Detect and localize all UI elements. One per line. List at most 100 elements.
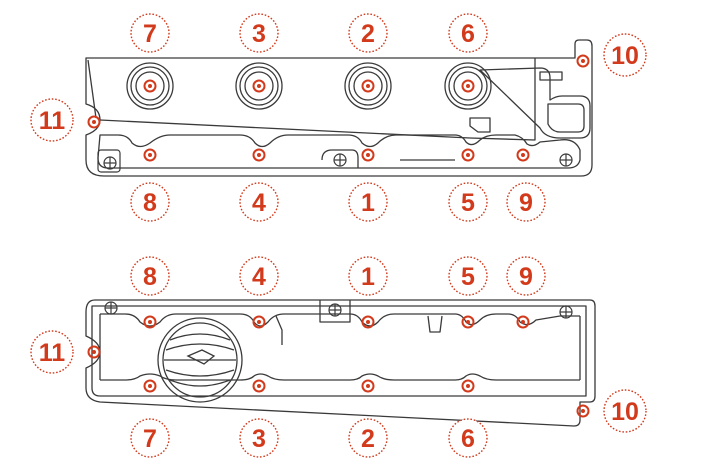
label-number: 4: [252, 263, 266, 291]
top-view-bolt-3: [252, 79, 266, 93]
bottom-view-sequence-label: 10: [603, 389, 647, 433]
label-ring: [348, 418, 388, 458]
label-number: 3: [252, 425, 266, 453]
label-ring: [448, 418, 488, 458]
bottom-view-bolt-7: [143, 379, 157, 393]
bottom-stud-center-icon: [328, 303, 342, 317]
top-view-sequence-label: 8: [130, 182, 170, 222]
label-ring: [448, 256, 488, 296]
label-ring: [603, 389, 647, 433]
top-cover-outline: [85, 39, 593, 177]
label-number: 8: [143, 263, 157, 291]
bottom-gasket-top: [100, 313, 580, 327]
top-view-bolt-2: [361, 79, 375, 93]
label-ring: [130, 182, 170, 222]
baffle-rib-2: [427, 315, 443, 333]
bottom-view-bolt-11: [87, 345, 101, 359]
label-ring: [239, 256, 279, 296]
bottom-view-sequence-label: 8: [130, 256, 170, 296]
bottom-studs: [104, 301, 573, 319]
plug-well-1: [126, 62, 174, 110]
top-view-bolt-11: [87, 115, 101, 129]
label-number: 1: [361, 263, 375, 291]
label-ring: [506, 256, 546, 296]
bottom-view-bolt-3: [252, 379, 266, 393]
label-ring: [239, 418, 279, 458]
top-view-sequence-label: 6: [448, 13, 488, 53]
top-view-bolt-1: [361, 148, 375, 162]
top-view-sequence-label: 10: [603, 33, 647, 77]
label-ring: [130, 418, 170, 458]
bottom-gasket-bottom: [100, 373, 580, 381]
bottom-view-bolt-1: [361, 315, 375, 329]
label-number: 5: [461, 189, 475, 217]
bottom-view-sequence-label: 2: [348, 418, 388, 458]
bottom-view-sequence-label: 4: [239, 256, 279, 296]
top-view-sequence-label: 4: [239, 182, 279, 222]
label-ring: [239, 13, 279, 53]
label-ring: [348, 256, 388, 296]
top-ridge: [99, 58, 536, 141]
top-view-sequence-label: 3: [239, 13, 279, 53]
label-ring: [603, 33, 647, 77]
breather-fitting: [539, 71, 563, 81]
bolt-markers: [87, 54, 590, 418]
stud-right-icon: [559, 153, 573, 167]
center-stud-boss: [319, 300, 351, 323]
top-view-sequence-label: 9: [506, 182, 546, 222]
label-number: 6: [461, 20, 475, 48]
top-gasket-rail: [97, 134, 581, 169]
bottom-view-bolt-5: [461, 315, 475, 329]
stud-center-icon: [333, 153, 347, 167]
label-number: 9: [519, 189, 533, 217]
plug-well-3: [344, 62, 392, 110]
label-number: 5: [461, 263, 475, 291]
plug-well-4: [444, 62, 492, 110]
bottom-view-sequence-label: 3: [239, 418, 279, 458]
top-view-sequence-label: 2: [348, 13, 388, 53]
label-ring: [239, 182, 279, 222]
label-ring: [448, 182, 488, 222]
bottom-view-sequence-label: 5: [448, 256, 488, 296]
label-number: 7: [143, 20, 157, 48]
label-number: 4: [252, 189, 266, 217]
bottom-view-bolt-9: [516, 315, 530, 329]
baffle-rib-1: [275, 315, 283, 345]
bottom-view-bolt-8: [143, 315, 157, 329]
bottom-view-bolt-2: [361, 379, 375, 393]
label-ring: [30, 98, 74, 142]
label-ring: [348, 13, 388, 53]
breather-duct-inner: [547, 103, 585, 133]
bottom-stud-left-icon: [104, 301, 118, 315]
label-ring: [130, 256, 170, 296]
bottom-view-sequence-label: 7: [130, 418, 170, 458]
top-view-sequence-label: 7: [130, 13, 170, 53]
bottom-stud-right-icon: [559, 305, 573, 319]
label-number: 3: [252, 20, 266, 48]
top-view-sequence-label: 5: [448, 182, 488, 222]
label-number: 11: [39, 339, 66, 367]
top-view-bolt-9: [516, 148, 530, 162]
label-number: 6: [461, 425, 475, 453]
label-number: 7: [143, 425, 157, 453]
bottom-view-bolt-4: [252, 315, 266, 329]
label-number: 2: [361, 20, 375, 48]
breather-duct: [479, 67, 591, 139]
top-view-bolt-7: [143, 79, 157, 93]
bottom-view-bolt-6: [461, 379, 475, 393]
label-number: 8: [143, 189, 157, 217]
bolt-sequence-labels: 7 3 2 6 10 11 8 4 1 5 9 8 4 1 5 9 11 7 3 2 6 10: [30, 13, 647, 458]
label-ring: [130, 13, 170, 53]
bottom-cover-outline: [85, 299, 596, 427]
center-rib: [321, 149, 359, 168]
bottom-outline-inner: [91, 305, 587, 397]
top-studs: [97, 149, 573, 173]
label-number: 1: [361, 189, 375, 217]
label-number: 9: [519, 263, 533, 291]
top-view-bolt-4: [252, 148, 266, 162]
label-number: 10: [611, 398, 639, 426]
top-view-bolt-5: [461, 148, 475, 162]
bottom-view-sequence-label: 6: [448, 418, 488, 458]
label-number: 11: [39, 107, 66, 135]
